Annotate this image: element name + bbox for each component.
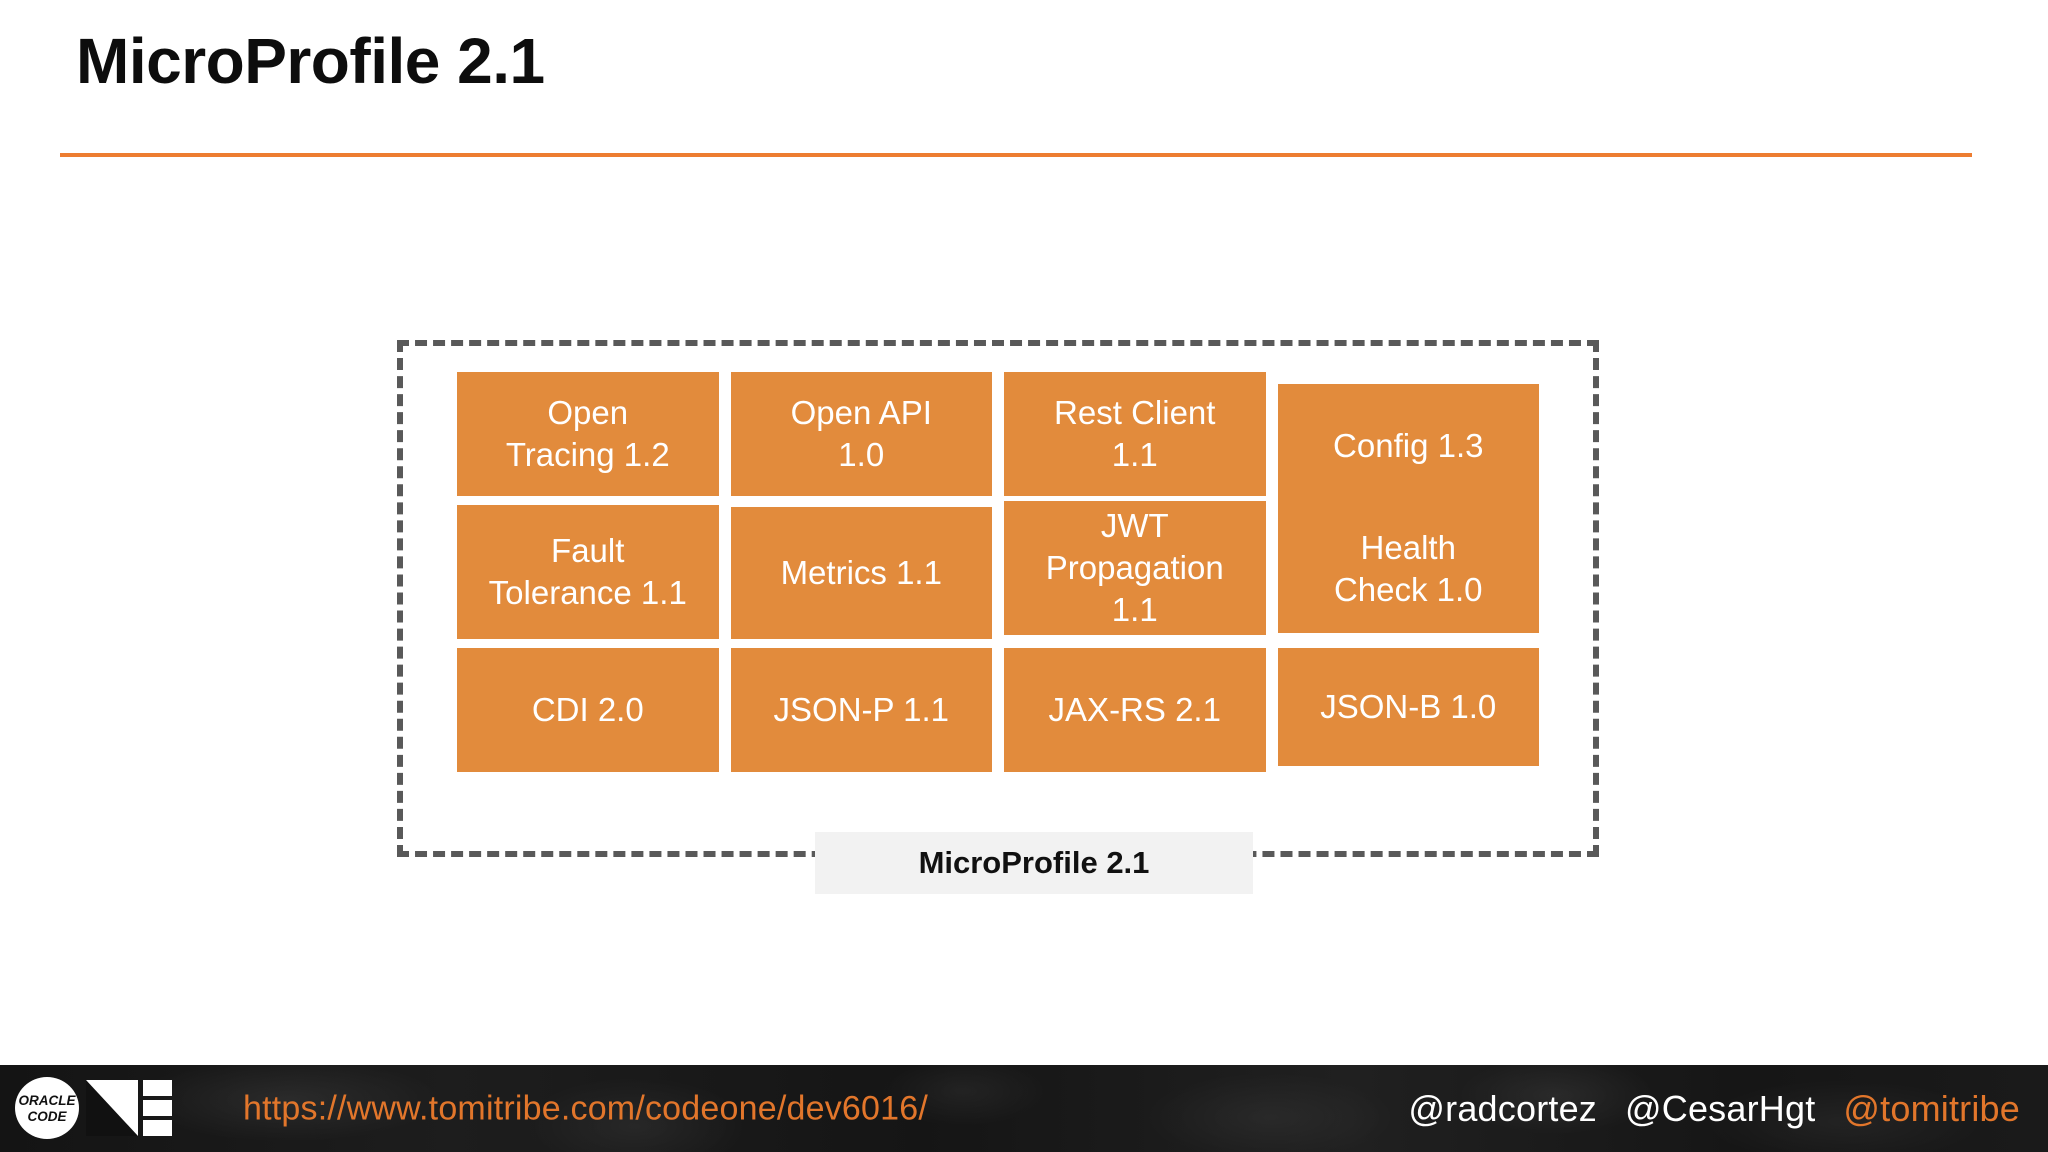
page-title: MicroProfile 2.1 (76, 25, 545, 97)
spec-box-text: JSON-B 1.0 (1320, 688, 1497, 726)
logo-e-bar-mid (143, 1100, 172, 1116)
handle-tomitribe[interactable]: @tomitribe (1843, 1087, 2020, 1129)
platform-label: MicroProfile 2.1 (815, 832, 1253, 894)
spec-box-cdi[interactable]: CDI 2.0 (457, 648, 719, 772)
spec-box-json-b[interactable]: JSON-B 1.0 (1277, 648, 1539, 766)
title-underline-rule (60, 153, 1972, 157)
spec-box-jax-rs[interactable]: JAX-RS 2.1 (1004, 648, 1266, 772)
spec-box-json-p[interactable]: JSON-P 1.1 (730, 648, 992, 772)
social-handles: @radcortez @CesarHgt @tomitribe (1408, 1088, 2020, 1130)
spec-box-text: JAX-RS 2.1 (1048, 691, 1221, 729)
handle-cesarhgt[interactable]: @CesarHgt (1625, 1087, 1816, 1129)
spec-box-config[interactable]: Config 1.3 (1277, 384, 1539, 508)
handle-radcortez[interactable]: @radcortez (1408, 1087, 1597, 1129)
spec-box-text: JSON-P 1.1 (773, 691, 949, 729)
oracle-code-badge-line1: ORACLE (19, 1093, 77, 1108)
spec-box-text: Config 1.3 (1333, 426, 1484, 464)
spec-box-text: CDI 2.0 (531, 691, 644, 729)
oracle-code-badge-ellipse (15, 1077, 79, 1139)
oracle-code-one-logo: ORACLE CODE (14, 1076, 174, 1140)
footer-bar: ORACLE CODE https://www.tomitribe.com/co… (0, 1065, 2048, 1152)
spec-box-text: Metrics 1.1 (780, 553, 942, 591)
logo-n-diagonal (86, 1080, 138, 1136)
session-url-link[interactable]: https://www.tomitribe.com/codeone/dev601… (243, 1089, 928, 1127)
logo-e-bar-top (143, 1080, 172, 1096)
logo-e-bar-bottom (143, 1120, 172, 1136)
spec-box-metrics[interactable]: Metrics 1.1 (730, 506, 992, 640)
oracle-code-badge-line2: CODE (27, 1109, 67, 1124)
